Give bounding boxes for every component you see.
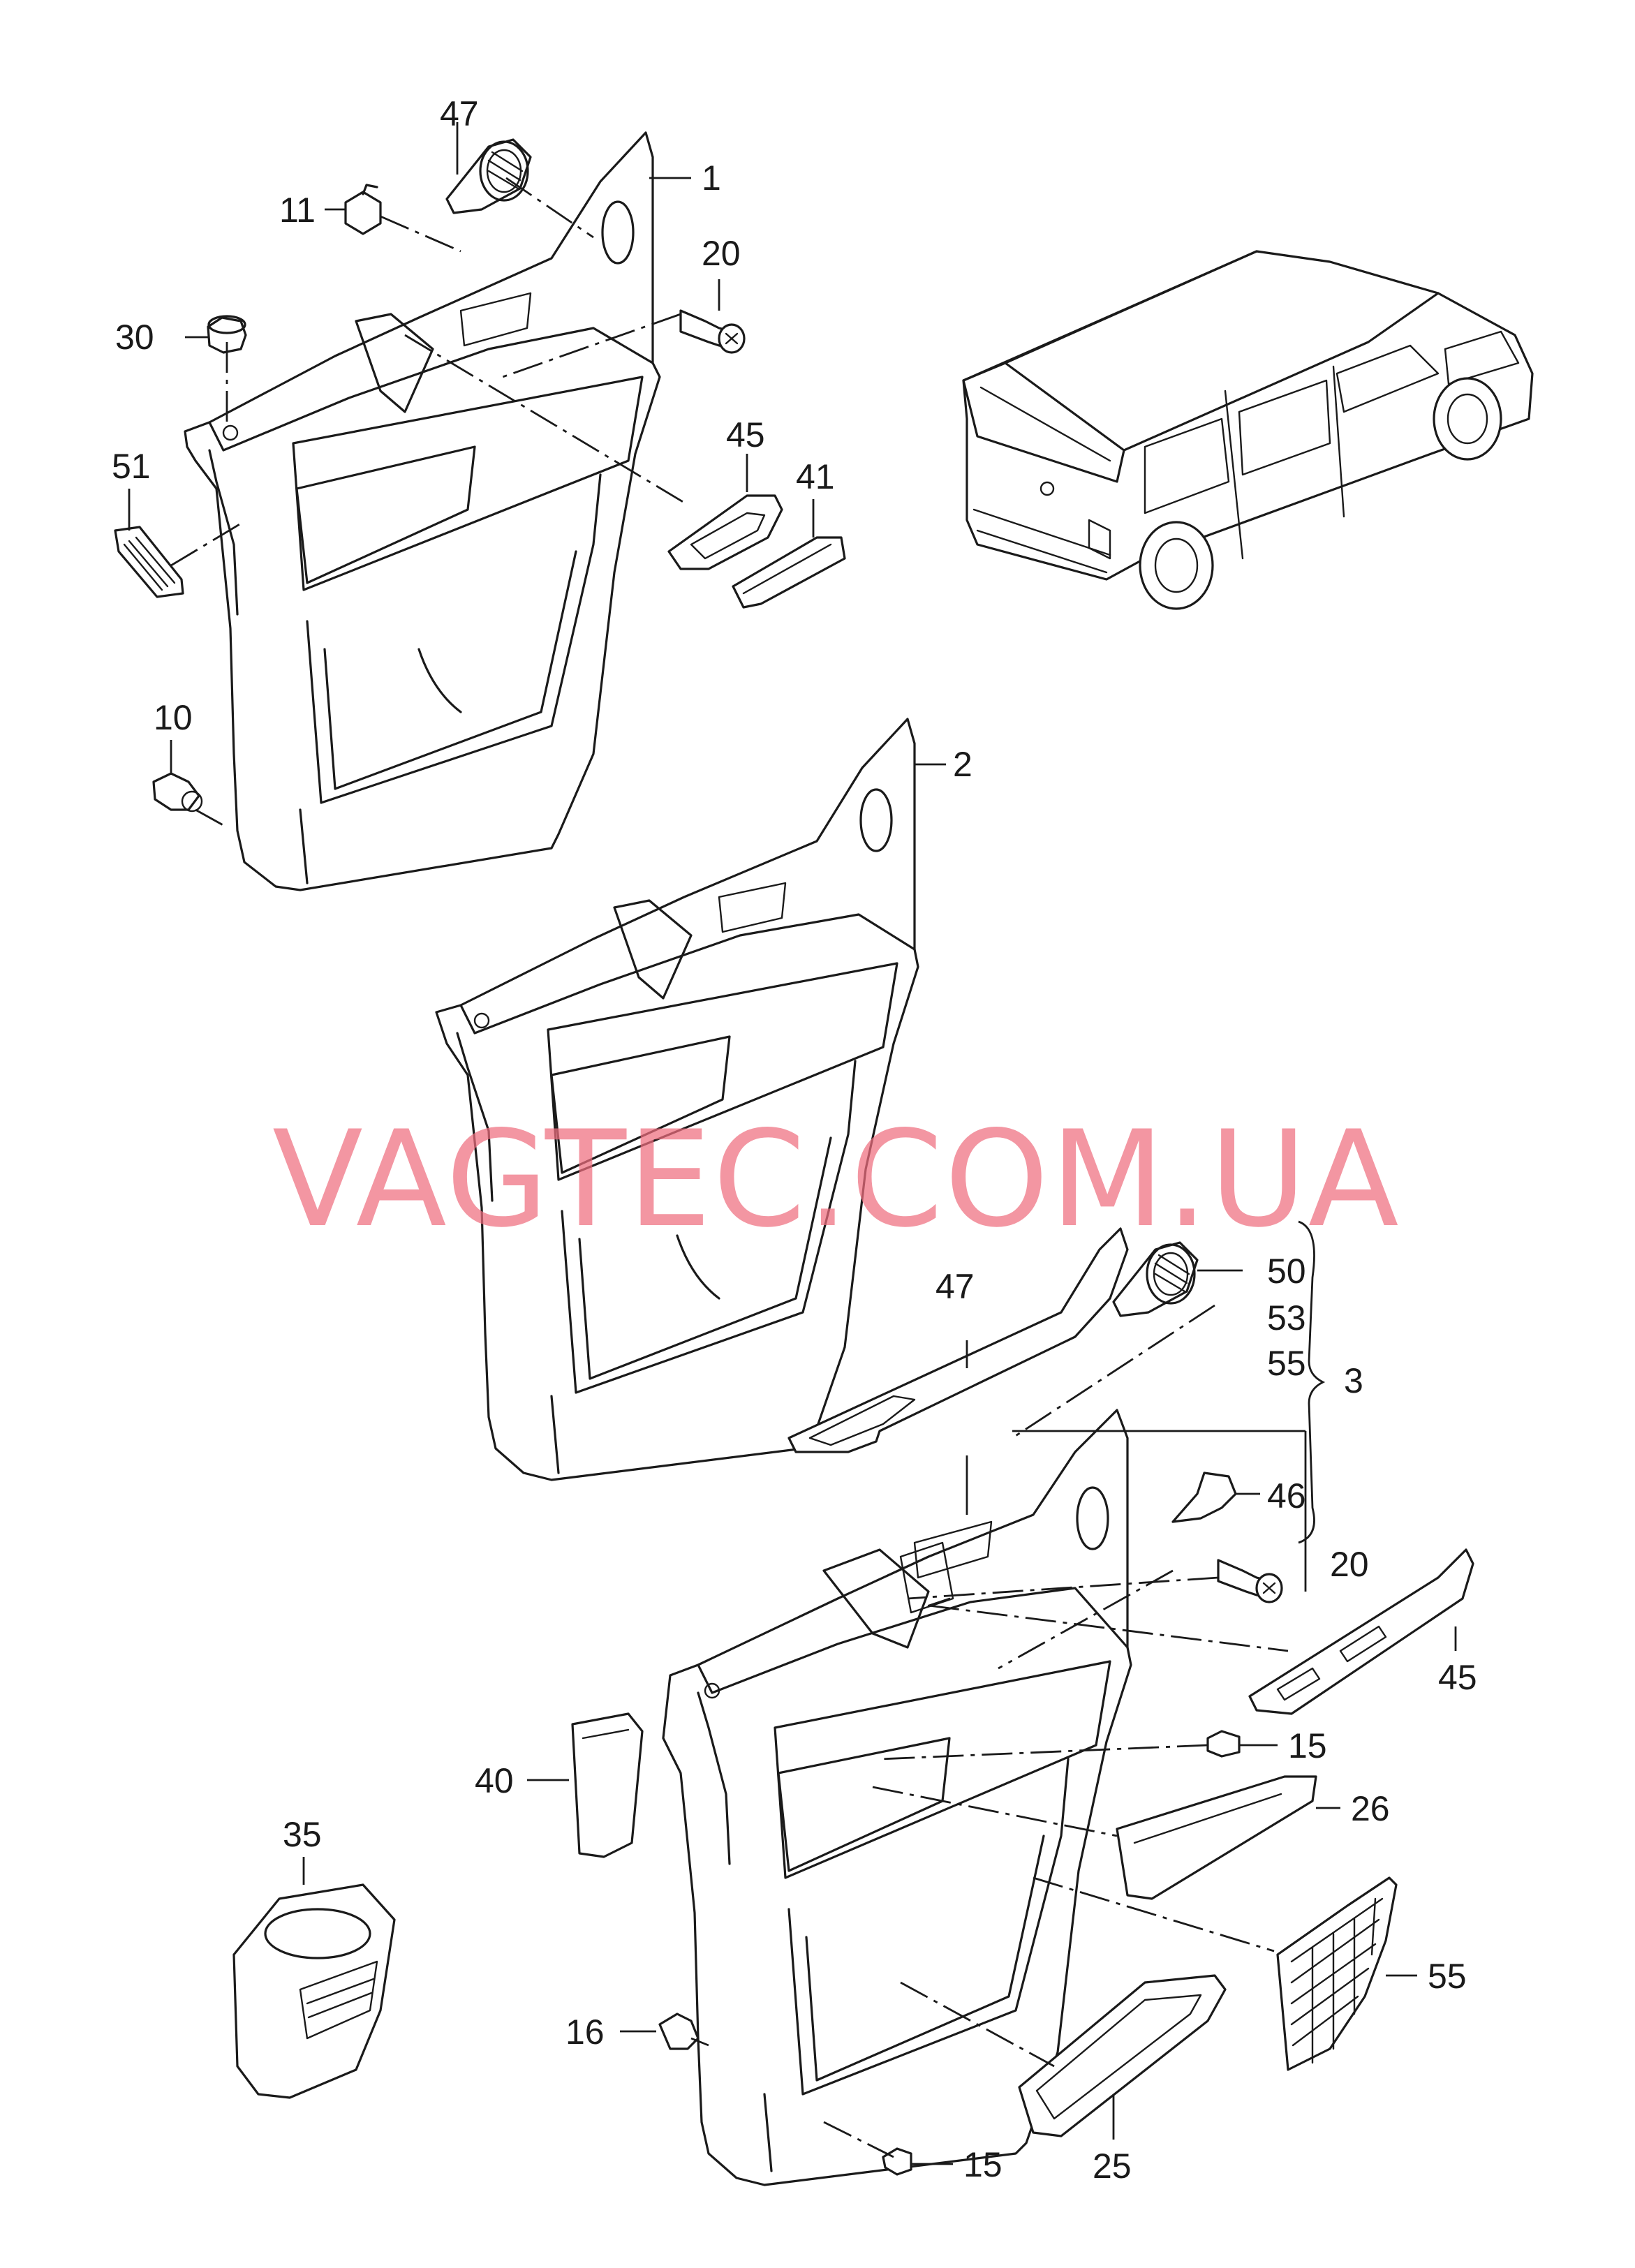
screw-20-bottom: [1217, 1559, 1283, 1603]
handle-frame-41: [667, 494, 783, 570]
callout-41: 45: [726, 415, 765, 454]
foam-bracket-53: [1171, 1472, 1237, 1523]
callout-3: 3: [1344, 1361, 1363, 1400]
armrest-pocket-25: [1018, 1974, 1227, 2137]
callout-15-bottom: 15: [963, 2145, 1003, 2184]
clip-11: [344, 184, 382, 235]
callout-20-top: 20: [702, 234, 741, 273]
callout-45-top: 47: [440, 94, 479, 133]
speaker-grille-45-top: [445, 138, 532, 214]
door-panel-3: [662, 1409, 1132, 2186]
screw-15-middle: [1206, 1730, 1241, 1758]
callout-53: 46: [1267, 1476, 1306, 1515]
cover-40: [732, 536, 846, 609]
callout-51: 45: [1438, 1658, 1477, 1697]
speaker-grille-45-bottom: [1112, 1241, 1199, 1317]
callout-numbers: 47 1 11 20 30 45 51 41 10 2 50 47 53 55 …: [112, 94, 1477, 2186]
watermark-text: VAGTEC.COM.UA: [272, 1102, 1400, 1257]
speaker-mesh-55: [1276, 1876, 1398, 2071]
callout-40: 41: [796, 457, 835, 496]
callout-45-bottom: 50: [1267, 1252, 1306, 1291]
insert-47: [571, 1712, 644, 1858]
callout-10: 10: [154, 698, 193, 737]
callout-11: 11: [279, 191, 316, 230]
callout-15-middle: 15: [1288, 1726, 1327, 1765]
leader-lines: [128, 122, 1457, 2165]
callout-35: 35: [283, 1815, 322, 1854]
callout-30: 30: [115, 318, 154, 357]
callout-16: 16: [565, 2013, 605, 2052]
clip-16: [658, 2013, 700, 2050]
callout-47-top: 53: [1267, 1298, 1306, 1337]
callout-25: 25: [1093, 2147, 1132, 2186]
clip-10: [152, 772, 203, 813]
callout-46: 51: [112, 447, 151, 486]
van-illustration: [962, 250, 1534, 610]
callout-26: 26: [1351, 1789, 1390, 1828]
door-panel-1: [184, 131, 661, 891]
vent-46: [114, 526, 184, 598]
callout-55-bottom: 55: [1428, 1957, 1467, 1996]
pocket-26: [1116, 1775, 1317, 1900]
ashtray-35: [232, 1883, 396, 2099]
armrest-trim-50: [787, 1227, 1129, 1453]
callout-47-bottom: 40: [475, 1761, 514, 1800]
door-panel-2: [435, 718, 919, 1481]
dash-lines: [170, 177, 1289, 2158]
callout-2: 2: [953, 745, 972, 784]
callout-55-top: 55: [1267, 1344, 1306, 1383]
screw-20-top: [679, 309, 746, 354]
callout-1: 1: [702, 158, 721, 198]
grommet-30: [207, 315, 247, 354]
callout-20-bottom: 20: [1330, 1545, 1369, 1584]
switch-cover-51: [1248, 1548, 1474, 1715]
callout-50: 47: [935, 1267, 975, 1306]
